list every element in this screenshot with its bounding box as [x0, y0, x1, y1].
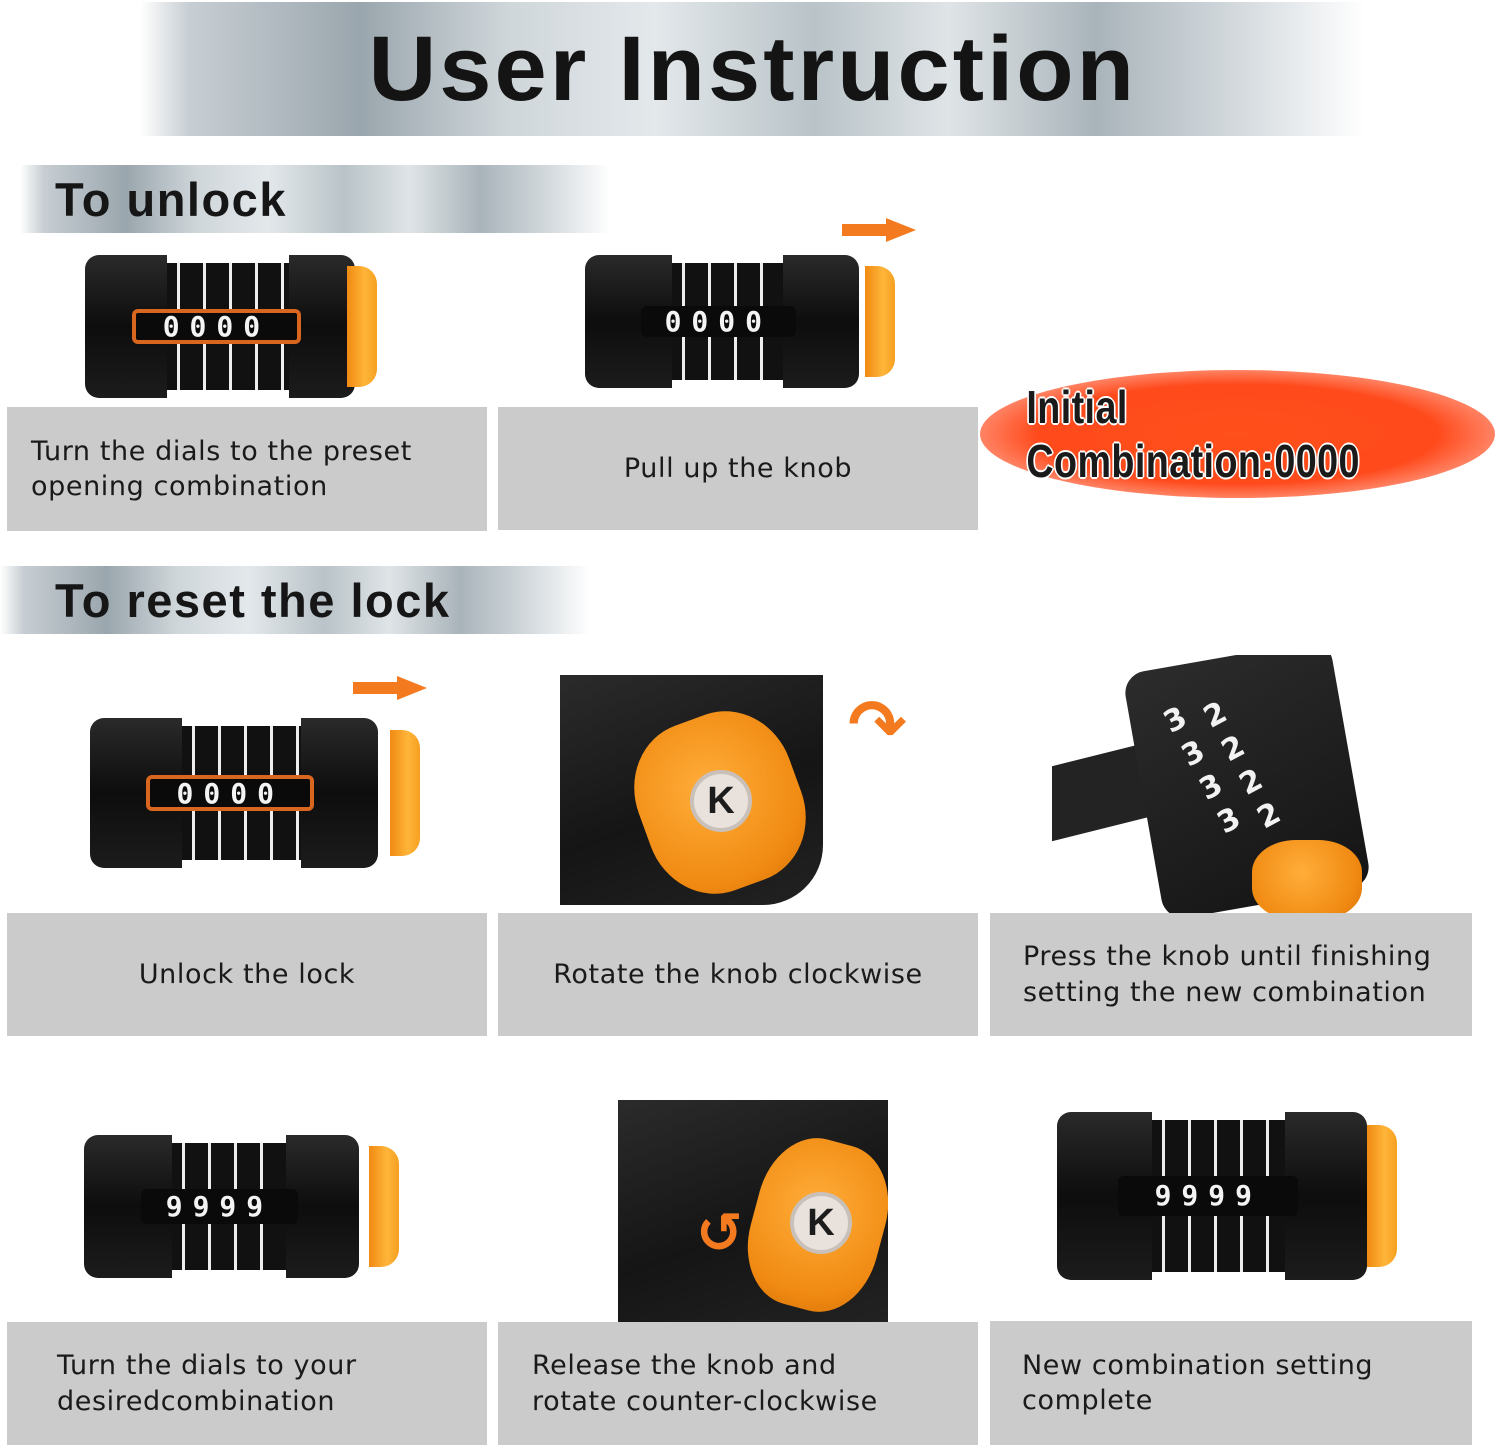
lock-illustration-desired: 9999	[84, 1135, 399, 1278]
section-title-reset-banner: To reset the lock	[0, 566, 590, 634]
lock-digits: 0000	[176, 776, 284, 810]
step-caption-reset-3: Press the knob until finishing setting t…	[990, 913, 1472, 1036]
knob	[865, 265, 895, 378]
arrow-right-icon	[353, 676, 429, 700]
step-caption-reset-1: Unlock the lock	[7, 913, 487, 1036]
section-title-unlock: To unlock	[55, 172, 287, 226]
section-title-unlock-banner: To unlock	[20, 165, 610, 233]
arrow-right-icon	[842, 218, 918, 242]
lock-digits: 0000	[664, 304, 773, 338]
lock-illustration-pulled: 0000	[585, 255, 895, 388]
knob-photo-counter-clockwise: K ↺	[618, 1100, 888, 1322]
lock-digits: 9999	[1154, 1179, 1263, 1213]
step-caption-unlock-2: Pull up the knob	[498, 407, 978, 530]
brand-logo-icon: K	[690, 770, 752, 832]
page-title: User Instruction	[368, 17, 1137, 120]
lock-digits: 0000	[162, 309, 271, 343]
rotate-counter-clockwise-icon: ↺	[696, 1201, 743, 1264]
knob	[347, 266, 377, 387]
knob	[369, 1146, 399, 1267]
knob-photo-clockwise: K	[560, 675, 823, 905]
step-caption-reset-4: Turn the dials to your desiredcombinatio…	[7, 1322, 487, 1445]
initial-combination-badge: Initial Combination:0000	[980, 370, 1495, 498]
knob	[390, 730, 420, 856]
rotate-clockwise-icon: ↷	[848, 686, 907, 764]
lock-digits: 9999	[165, 1189, 274, 1223]
section-title-reset: To reset the lock	[55, 573, 451, 627]
knob	[1252, 840, 1362, 913]
step-caption-unlock-1: Turn the dials to the preset opening com…	[7, 407, 487, 531]
page-title-banner: User Instruction	[140, 2, 1365, 136]
lock-illustration-unlocked: 0000	[90, 718, 420, 868]
step-caption-reset-6: New combination setting complete	[990, 1321, 1472, 1445]
step-caption-reset-5: Release the knob and rotate counter-cloc…	[498, 1322, 978, 1445]
lock-illustration-complete: 9999	[1057, 1112, 1397, 1280]
step-caption-reset-2: Rotate the knob clockwise	[498, 913, 978, 1036]
knob	[1367, 1125, 1397, 1267]
lock-illustration-preset: 0000	[85, 255, 377, 398]
brand-logo-icon: K	[790, 1192, 852, 1254]
